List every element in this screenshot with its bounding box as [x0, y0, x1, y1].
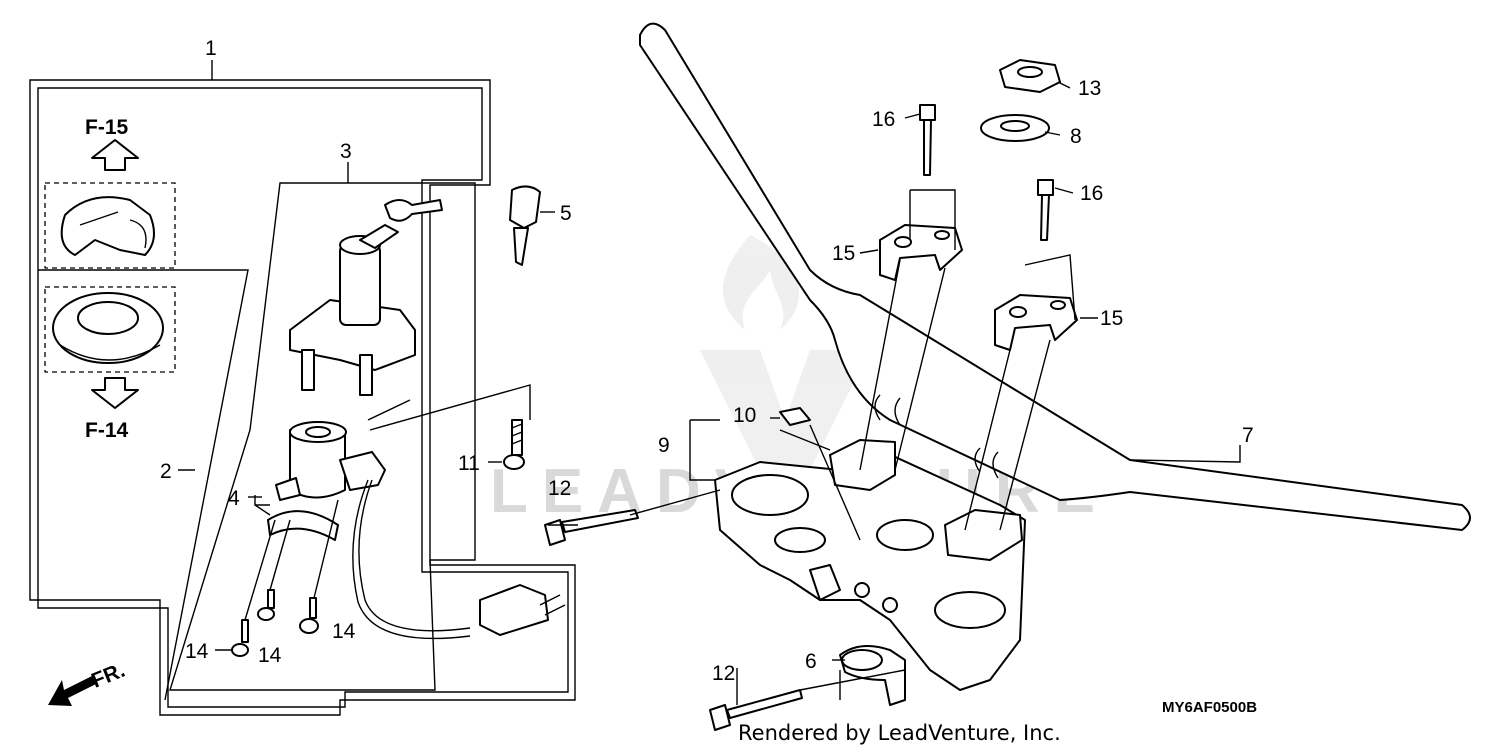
key-cylinder[interactable]: [289, 421, 566, 640]
handlebar-part[interactable]: [639, 22, 1471, 531]
callout-3: 3: [340, 140, 352, 163]
callout-10: 10: [733, 404, 756, 427]
bolt-12a[interactable]: [544, 509, 639, 546]
callout-5: 5: [560, 202, 572, 225]
bolt-16a[interactable]: [919, 104, 936, 176]
clamp-part[interactable]: [254, 477, 339, 541]
nut-13[interactable]: [999, 59, 1061, 93]
front-arrow-icon: [48, 676, 96, 706]
screw-14c[interactable]: [299, 597, 319, 634]
assembly-1-outline: [29, 79, 576, 716]
reference-up-label[interactable]: F-15: [85, 116, 129, 139]
bolt-12b[interactable]: [709, 689, 803, 731]
reference-f15-box[interactable]: F-15: [44, 116, 176, 269]
ignition-switch[interactable]: [289, 199, 443, 396]
callout-12a: 12: [548, 477, 571, 500]
callout-8: 8: [1070, 125, 1082, 148]
top-bridge-9[interactable]: [714, 439, 1026, 691]
callout-11: 11: [458, 452, 480, 475]
leader-lines: [178, 60, 1241, 705]
callout-14b: 14: [258, 644, 282, 667]
callout-4: 4: [228, 487, 240, 510]
callout-1: 1: [205, 37, 217, 60]
washer-8[interactable]: [980, 114, 1050, 142]
upper-holder-15b[interactable]: [994, 294, 1078, 351]
callout-2: 2: [160, 460, 172, 483]
reference-f14-box[interactable]: F-14: [44, 286, 176, 442]
diagram-code: MY6AF0500B: [1162, 699, 1257, 716]
label-plate-10[interactable]: [779, 407, 811, 426]
callout-6: 6: [805, 650, 817, 673]
reference-down-label[interactable]: F-14: [85, 419, 129, 442]
watermark-logo: [700, 235, 870, 470]
arrow-up-icon: [91, 139, 139, 171]
callout-7: 7: [1242, 424, 1254, 447]
callout-14c: 14: [332, 620, 356, 643]
upper-holder-15a[interactable]: [879, 224, 963, 281]
callout-13: 13: [1078, 77, 1101, 100]
callout-16a: 16: [872, 108, 895, 131]
screw-14b[interactable]: [257, 589, 275, 621]
key-part[interactable]: [509, 185, 541, 266]
callout-14a: 14: [185, 640, 209, 663]
arrow-down-icon: [91, 377, 139, 409]
front-direction-marker: FR.: [48, 659, 128, 706]
callout-15b: 15: [1100, 307, 1123, 330]
callout-12b: 12: [712, 662, 735, 685]
callout-9: 9: [658, 434, 670, 457]
credit-text: Rendered by LeadVenture, Inc.: [738, 721, 1061, 745]
front-label: FR.: [88, 659, 128, 693]
callout-16b: 16: [1080, 182, 1103, 205]
callout-15a: 15: [832, 242, 855, 265]
bolt-16b[interactable]: [1037, 179, 1054, 241]
bolt-11[interactable]: [503, 419, 525, 470]
screw-14a[interactable]: [231, 619, 249, 657]
